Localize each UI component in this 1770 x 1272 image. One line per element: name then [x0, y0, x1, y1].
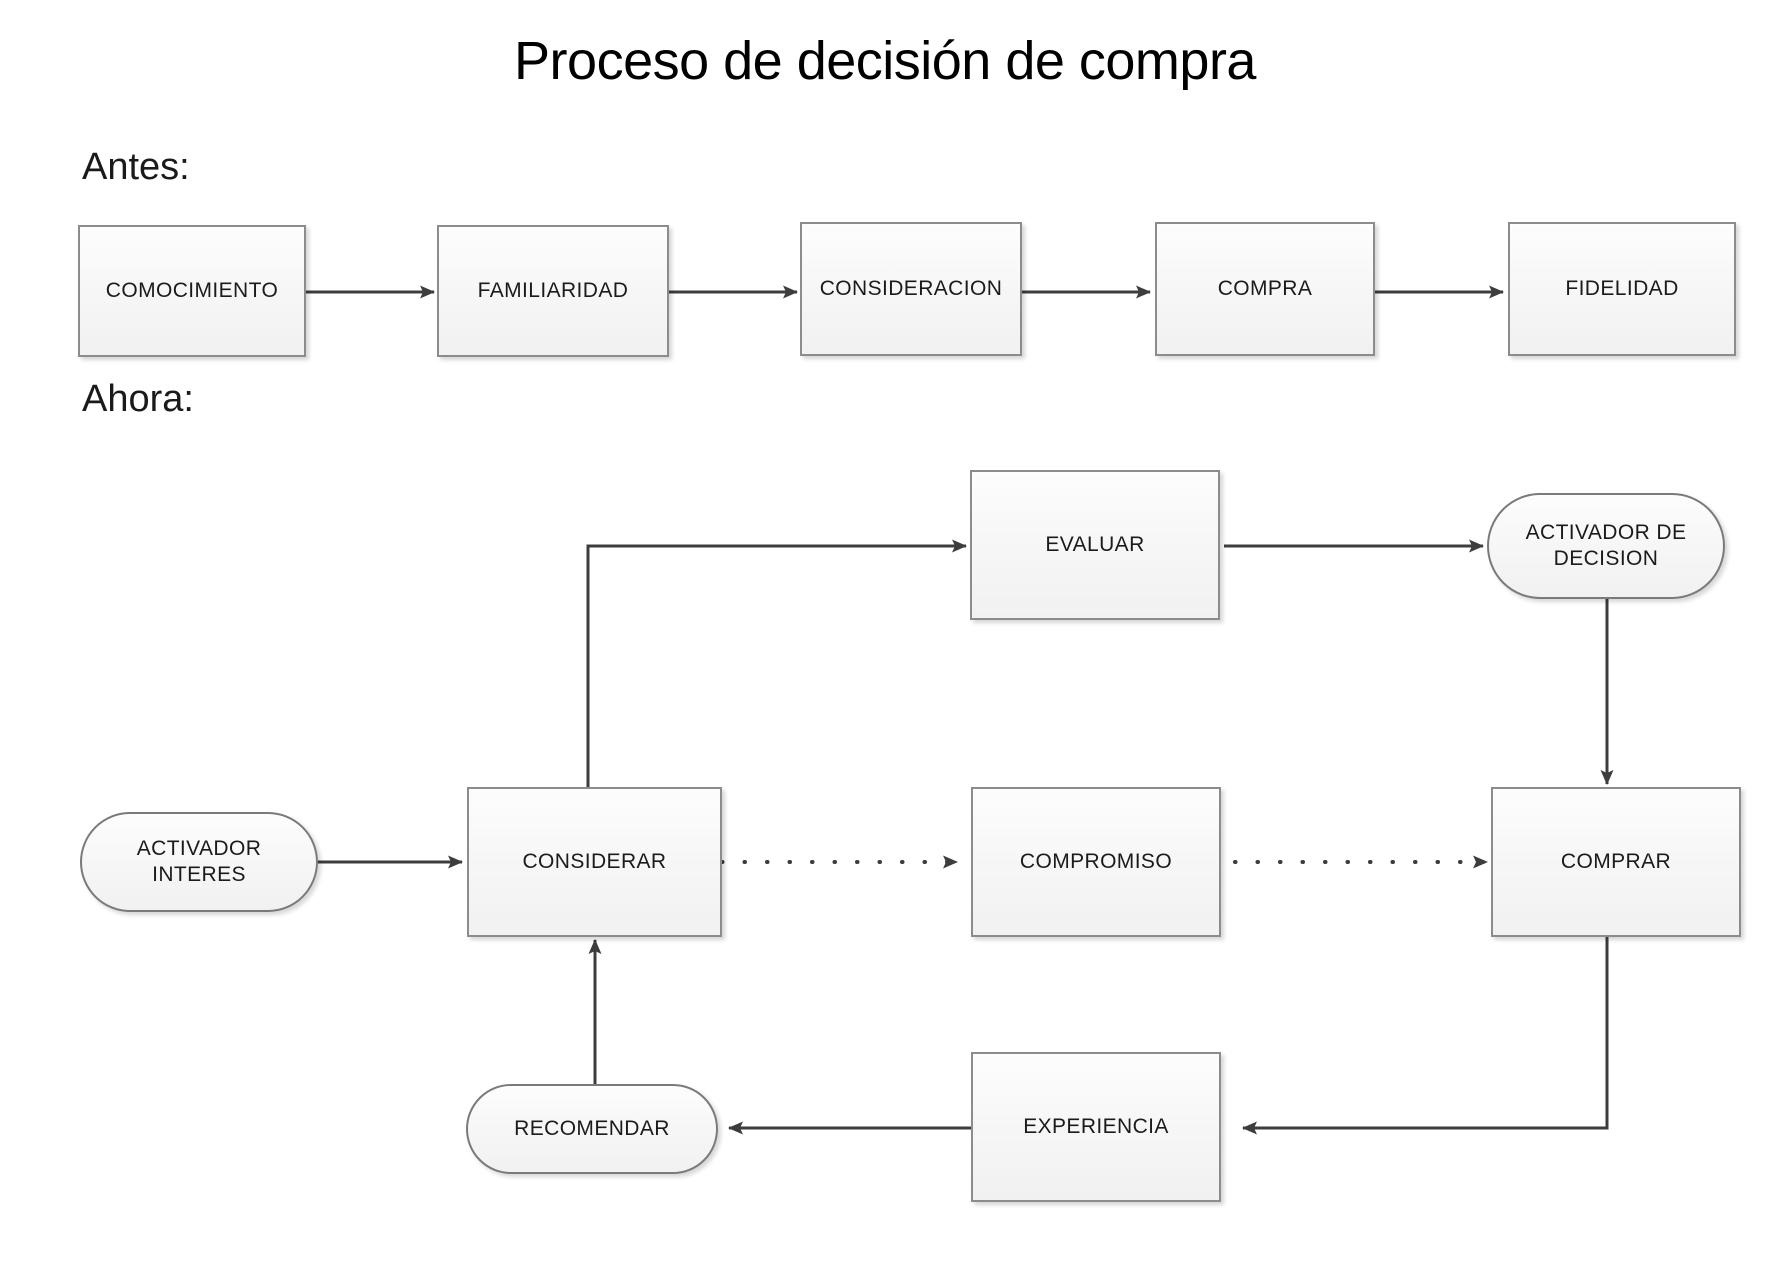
edge-considerar-evaluar — [586, 539, 967, 787]
node-recomendar[interactable]: RECOMENDAR — [466, 1084, 718, 1174]
node-label: FIDELIDAD — [1565, 277, 1679, 301]
node-activador-decision[interactable]: ACTIVADOR DE DECISION — [1487, 493, 1725, 599]
node-label: COMPRAR — [1560, 850, 1672, 874]
node-label: CONSIDERACION — [819, 277, 1003, 301]
node-label-line2: INTERES — [152, 863, 246, 886]
node-label: FAMILIARIDAD — [477, 279, 629, 303]
node-experiencia[interactable]: EXPERIENCIA — [971, 1052, 1221, 1202]
node-fidelidad[interactable]: FIDELIDAD — [1508, 222, 1736, 356]
node-compra[interactable]: COMPRA — [1155, 222, 1375, 356]
node-label: EVALUAR — [1045, 533, 1145, 557]
page-title: Proceso de decisión de compra — [514, 31, 1256, 91]
node-label: ACTIVADOR INTERES — [90, 836, 308, 887]
node-compromiso[interactable]: COMPROMISO — [971, 787, 1221, 937]
node-label-line1: ACTIVADOR DE — [1525, 521, 1687, 545]
node-label: ACTIVADOR DE DECISION — [1497, 520, 1715, 571]
edge-comprar-experiencia — [1242, 937, 1609, 1135]
node-label: EXPERIENCIA — [1023, 1115, 1169, 1139]
node-comocimiento[interactable]: COMOCIMIENTO — [78, 225, 306, 357]
section-label-ahora: Ahora: — [82, 378, 194, 420]
node-considerar[interactable]: CONSIDERAR — [467, 787, 722, 937]
node-label: CONSIDERAR — [522, 850, 667, 874]
node-activador-interes[interactable]: ACTIVADOR INTERES — [80, 812, 318, 912]
node-comprar[interactable]: COMPRAR — [1491, 787, 1741, 937]
node-familiaridad[interactable]: FAMILIARIDAD — [437, 225, 669, 357]
node-label: RECOMENDAR — [514, 1117, 670, 1141]
node-label: COMPRA — [1217, 277, 1313, 301]
node-label: COMOCIMIENTO — [105, 279, 279, 303]
node-consideracion[interactable]: CONSIDERACION — [800, 222, 1022, 356]
node-label-line1: ACTIVADOR — [136, 837, 262, 861]
section-label-antes: Antes: — [82, 146, 190, 188]
node-label: COMPROMISO — [1019, 850, 1173, 874]
node-label-line2: DECISION — [1553, 547, 1659, 570]
node-evaluar[interactable]: EVALUAR — [970, 470, 1220, 620]
